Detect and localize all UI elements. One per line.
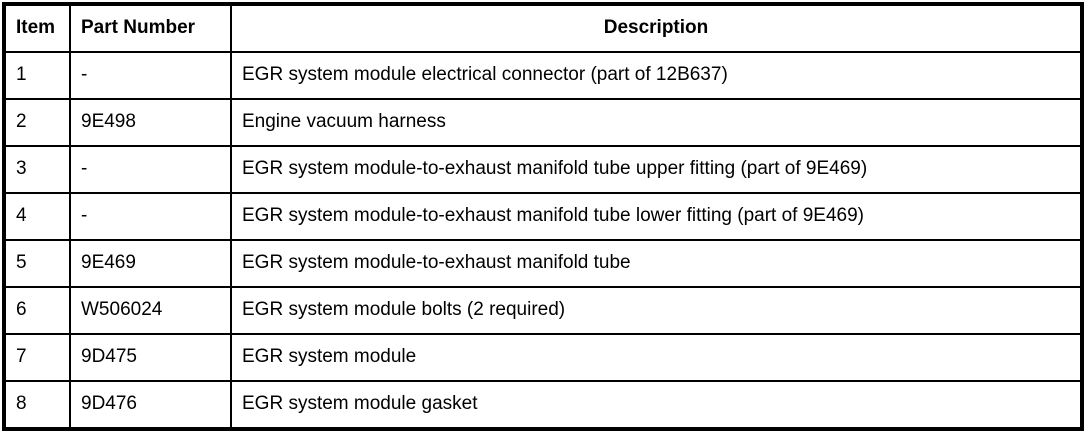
cell-part-number: - <box>69 145 232 194</box>
cell-part-number: 9E469 <box>69 239 232 288</box>
table-row: 8 9D476 EGR system module gasket <box>3 380 1083 430</box>
cell-description: EGR system module-to-exhaust manifold tu… <box>230 239 1083 288</box>
table-row: 2 9E498 Engine vacuum harness <box>3 98 1083 147</box>
header-row: Item Part Number Description <box>3 3 1083 53</box>
table-row: 5 9E469 EGR system module-to-exhaust man… <box>3 239 1083 288</box>
cell-part-number: 9D475 <box>69 333 232 382</box>
cell-description: Engine vacuum harness <box>230 98 1083 147</box>
cell-description: EGR system module gasket <box>230 380 1083 430</box>
cell-description: EGR system module bolts (2 required) <box>230 286 1083 335</box>
cell-description: EGR system module <box>230 333 1083 382</box>
cell-item: 4 <box>3 192 71 241</box>
table-row: 3 - EGR system module-to-exhaust manifol… <box>3 145 1083 194</box>
cell-item: 7 <box>3 333 71 382</box>
cell-description: EGR system module-to-exhaust manifold tu… <box>230 192 1083 241</box>
cell-description: EGR system module-to-exhaust manifold tu… <box>230 145 1083 194</box>
table-row: 1 - EGR system module electrical connect… <box>3 51 1083 100</box>
header-part-number: Part Number <box>69 3 232 53</box>
parts-table: Item Part Number Description 1 - EGR sys… <box>2 2 1084 431</box>
header-description: Description <box>230 3 1083 53</box>
cell-part-number: - <box>69 192 232 241</box>
header-item: Item <box>3 3 71 53</box>
table-row: 7 9D475 EGR system module <box>3 333 1083 382</box>
cell-part-number: 9D476 <box>69 380 232 430</box>
table-row: 6 W506024 EGR system module bolts (2 req… <box>3 286 1083 335</box>
cell-item: 8 <box>3 380 71 430</box>
cell-part-number: 9E498 <box>69 98 232 147</box>
cell-item: 5 <box>3 239 71 288</box>
cell-description: EGR system module electrical connector (… <box>230 51 1083 100</box>
cell-item: 6 <box>3 286 71 335</box>
table-row: 4 - EGR system module-to-exhaust manifol… <box>3 192 1083 241</box>
cell-part-number: - <box>69 51 232 100</box>
cell-item: 1 <box>3 51 71 100</box>
cell-item: 2 <box>3 98 71 147</box>
cell-part-number: W506024 <box>69 286 232 335</box>
cell-item: 3 <box>3 145 71 194</box>
